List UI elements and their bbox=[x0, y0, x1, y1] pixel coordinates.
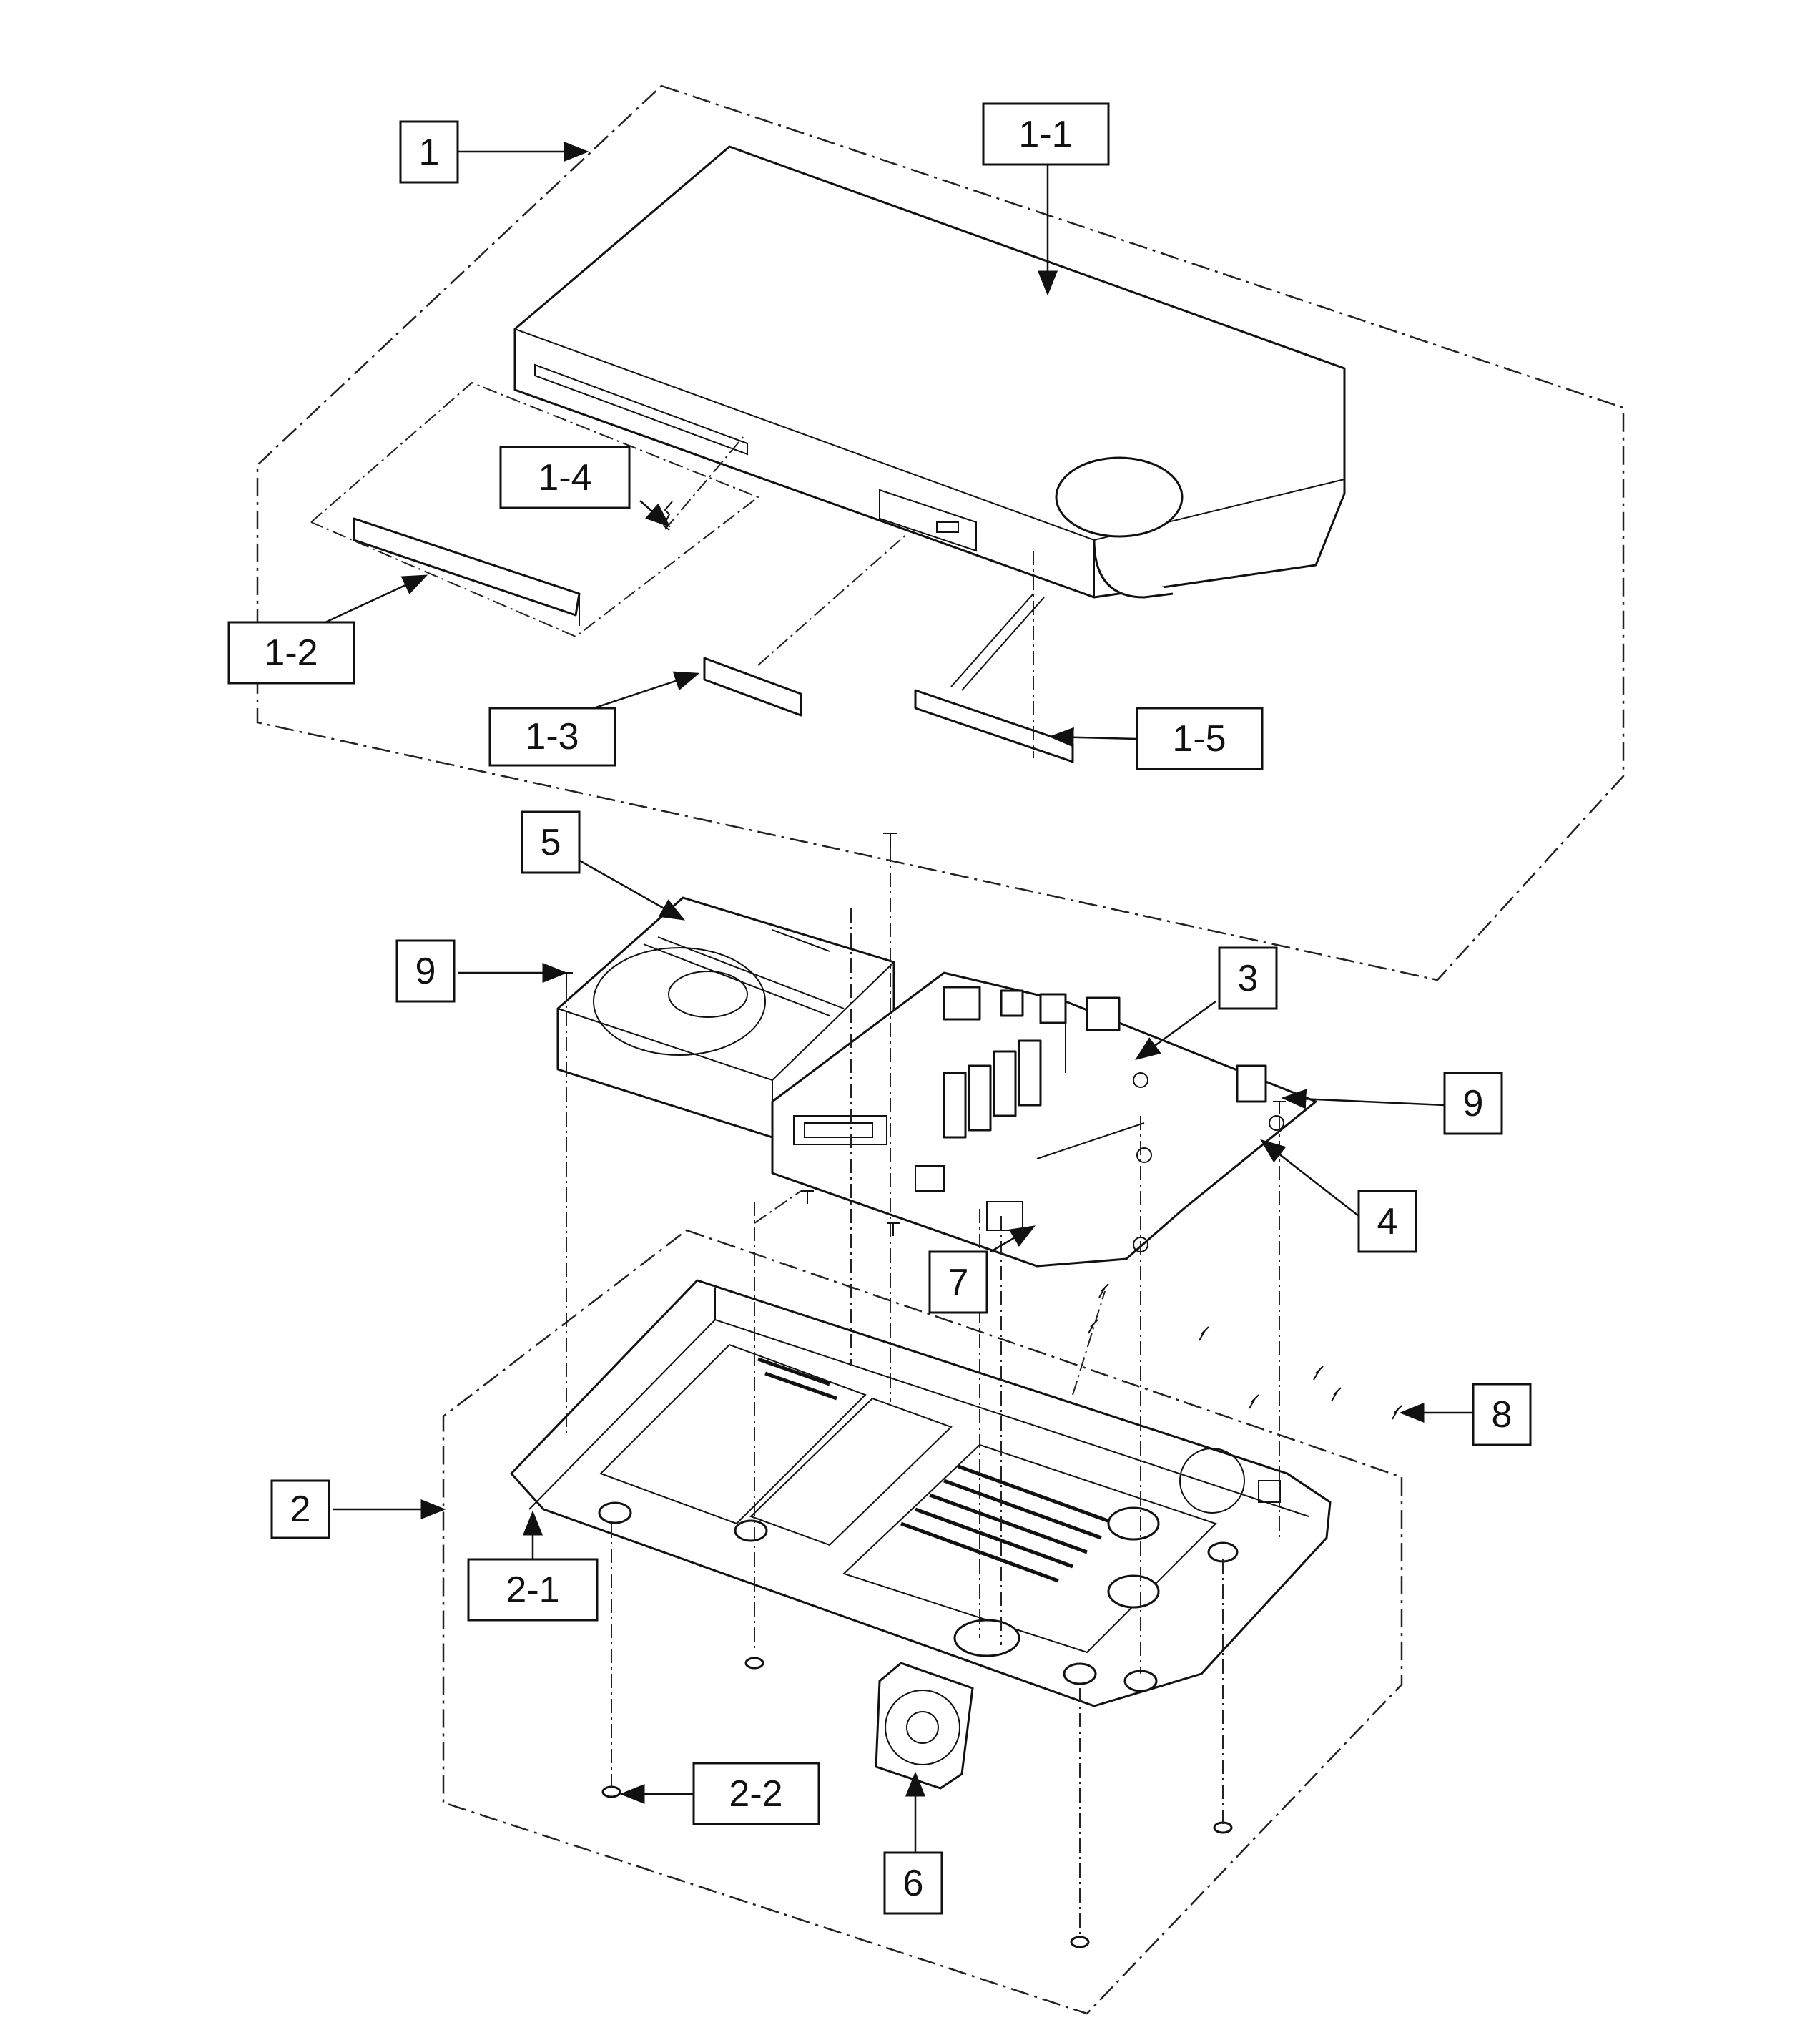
screw-parts bbox=[560, 833, 1402, 1420]
top-cover-part bbox=[513, 145, 1346, 599]
small-plate-part bbox=[703, 532, 909, 717]
chassis-group-outline bbox=[442, 1229, 1403, 2015]
front-strip-part bbox=[310, 381, 760, 638]
rear-bracket-part bbox=[914, 551, 1074, 763]
heatsink-part bbox=[943, 1039, 1042, 1139]
leader-lines bbox=[325, 142, 1473, 1853]
callout-9-right-label: 9 bbox=[1463, 1083, 1484, 1124]
callout-1-4: 1-4 bbox=[499, 446, 631, 509]
callout-2-label: 2 bbox=[290, 1489, 311, 1530]
main-board-part bbox=[771, 971, 1317, 1268]
callout-1-5-label: 1-5 bbox=[1172, 718, 1226, 760]
callout-1-2-label: 1-2 bbox=[264, 632, 318, 674]
callout-6: 6 bbox=[883, 1851, 943, 1915]
callout-5-label: 5 bbox=[541, 822, 561, 863]
callout-4-label: 4 bbox=[1377, 1201, 1398, 1242]
callout-2-1: 2-1 bbox=[467, 1558, 599, 1622]
callout-2: 2 bbox=[270, 1479, 330, 1539]
callout-4: 4 bbox=[1357, 1190, 1417, 1253]
callout-1-2: 1-2 bbox=[227, 621, 355, 685]
callout-8: 8 bbox=[1472, 1383, 1532, 1446]
callout-1-1: 1-1 bbox=[982, 102, 1110, 166]
top-cover-group-outline bbox=[256, 84, 1625, 981]
callout-1-3-label: 1-3 bbox=[525, 716, 579, 758]
callout-1-4-label: 1-4 bbox=[538, 457, 591, 499]
callout-1-3: 1-3 bbox=[488, 707, 616, 767]
callout-3: 3 bbox=[1218, 946, 1278, 1010]
callout-2-2: 2-2 bbox=[692, 1762, 820, 1825]
callout-9-left: 9 bbox=[395, 939, 456, 1003]
rubber-feet-parts bbox=[601, 1657, 1233, 1948]
callout-9-right: 9 bbox=[1443, 1072, 1503, 1135]
callout-1: 1 bbox=[399, 120, 459, 184]
cooling-fan-part bbox=[875, 1662, 974, 1790]
callout-8-label: 8 bbox=[1492, 1394, 1512, 1436]
callout-9-left-label: 9 bbox=[415, 951, 436, 992]
chassis-base-part bbox=[510, 1279, 1332, 1707]
callout-7-label: 7 bbox=[948, 1262, 969, 1303]
callout-2-2-label: 2-2 bbox=[729, 1773, 782, 1815]
callout-1-5: 1-5 bbox=[1136, 707, 1264, 770]
assembly-lines bbox=[566, 848, 1280, 1938]
callout-1-1-label: 1-1 bbox=[1018, 114, 1072, 155]
callout-7: 7 bbox=[928, 1250, 988, 1314]
callout-1-label: 1 bbox=[419, 132, 440, 173]
callout-6-label: 6 bbox=[903, 1863, 924, 1904]
callout-5: 5 bbox=[521, 810, 581, 874]
vent-slots bbox=[757, 1357, 1116, 1583]
callout-3-label: 3 bbox=[1238, 958, 1259, 999]
callout-2-1-label: 2-1 bbox=[506, 1569, 559, 1611]
